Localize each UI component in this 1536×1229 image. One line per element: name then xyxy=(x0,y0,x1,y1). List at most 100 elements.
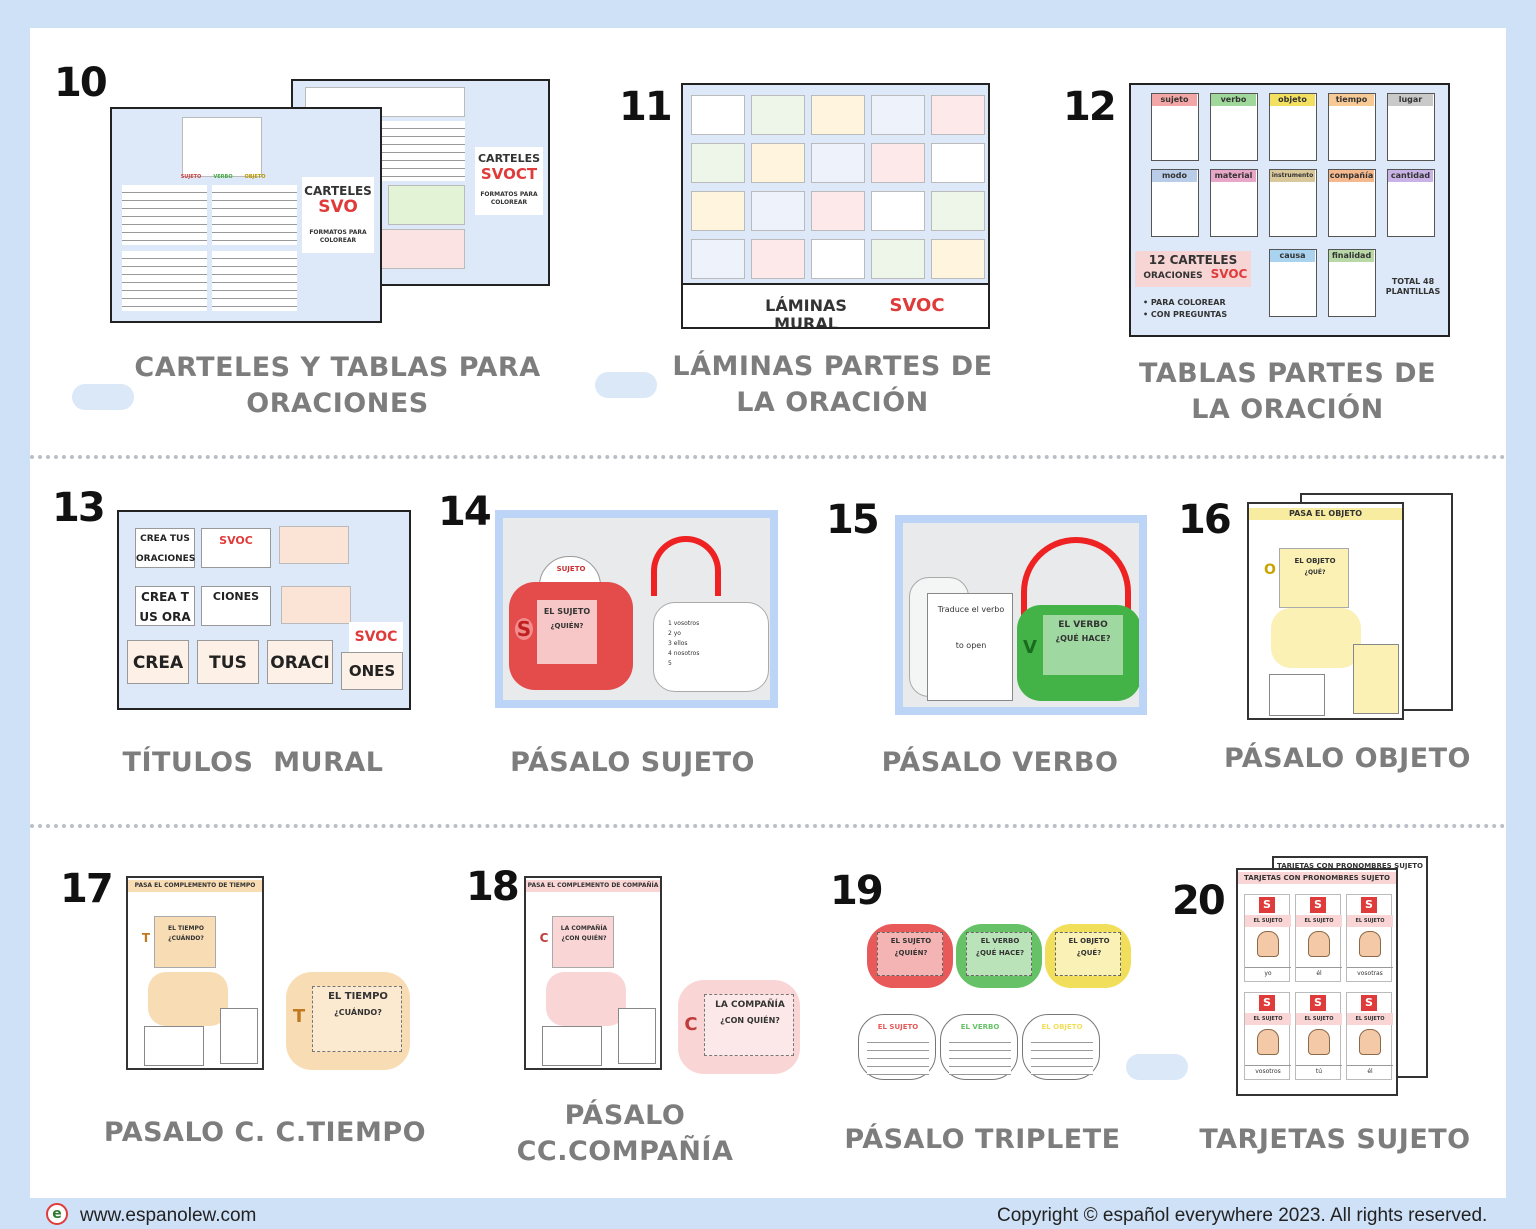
box-label: material xyxy=(1211,170,1256,182)
poster-thumb xyxy=(871,143,925,183)
poster-thumb xyxy=(871,239,925,279)
box-label: cantidad xyxy=(1388,170,1433,182)
item-caption: PÁSALO VERBO xyxy=(881,747,1119,778)
poster-thumb xyxy=(811,143,865,183)
poster-thumb xyxy=(691,95,745,135)
banner: LÁMINAS MURAL SVOC xyxy=(683,283,988,327)
card-letter: S xyxy=(1310,897,1326,913)
box-label: compañía xyxy=(1329,170,1374,182)
title-tile: CREA xyxy=(127,640,189,684)
item-number: 19 xyxy=(830,868,884,914)
sheet-header: PASA EL OBJETO xyxy=(1249,508,1402,520)
col-label: VERBO xyxy=(213,174,233,180)
title-tile: SVOC xyxy=(201,528,271,568)
triplet-list-card: EL VERBO xyxy=(940,1014,1018,1080)
cloud-decoration xyxy=(595,372,657,398)
box-label: verbo xyxy=(1211,94,1256,106)
poster-thumb xyxy=(811,95,865,135)
green-pouch: V EL VERBO ¿QUÉ HACE? xyxy=(1017,605,1139,701)
thumb-code: SVO xyxy=(318,197,358,217)
sentence-part-box: tiempo xyxy=(1328,93,1376,161)
badge-title: 12 CARTELES xyxy=(1148,253,1238,267)
title-tile: ORACI xyxy=(267,640,333,684)
item-caption: TABLAS PARTES DE LA ORACIÓN xyxy=(1138,358,1437,425)
item-number: 15 xyxy=(826,497,880,543)
poster-thumb xyxy=(931,191,985,231)
product-thumbnail: 12 CARTELES ORACIONES SVOC • PARA COLORE… xyxy=(1129,83,1450,337)
item-number: 18 xyxy=(466,864,520,910)
flap-title: EL VERBO xyxy=(980,937,1020,945)
item-number: 12 xyxy=(1063,84,1117,130)
card-label: EL SUJETO xyxy=(1296,915,1342,927)
box-label: tiempo xyxy=(1329,94,1374,106)
thumb-note: FORMATOS PARA COLOREAR xyxy=(480,191,538,206)
thumb-note: FORMATOS PARA COLOREAR xyxy=(309,229,367,244)
title-tile: CIONES xyxy=(201,586,271,626)
flap-card: C LA COMPAÑÍA ¿CON QUIÉN? xyxy=(678,980,800,1074)
col-label: SUJETO xyxy=(180,174,202,180)
poster-thumb xyxy=(931,239,985,279)
box-label: causa xyxy=(1270,250,1315,262)
sentence-part-box: verbo xyxy=(1210,93,1258,161)
triplet-flap: EL VERBO ¿QUÉ HACE? xyxy=(956,924,1042,988)
poster-thumb xyxy=(931,143,985,183)
poster-thumb xyxy=(871,191,925,231)
item-caption: LÁMINAS PARTES DE LA ORACIÓN xyxy=(672,351,993,418)
poster-thumb xyxy=(691,191,745,231)
box-label: objeto xyxy=(1270,94,1315,106)
badge-sub: ORACIONES xyxy=(1143,271,1203,281)
thumb-code: SVOCT xyxy=(480,165,538,183)
box-label: lugar xyxy=(1388,94,1433,106)
footer-website[interactable]: www.espanolew.com xyxy=(80,1205,257,1226)
sheet-header: TARJETAS CON PRONOMBRES SUJETO xyxy=(1238,872,1396,884)
logo-icon: e xyxy=(46,1203,68,1225)
card-label: EL SUJETO xyxy=(1296,1013,1342,1025)
sentence-part-box: sujeto xyxy=(1151,93,1199,161)
card-label: EL SUJETO xyxy=(1245,1013,1291,1025)
list-title: EL OBJETO xyxy=(1041,1023,1083,1031)
card-letter: S xyxy=(1259,995,1275,1011)
product-thumbnail: SUJETO VERBO OBJETO CARTELES SVO FORMATO… xyxy=(110,107,382,323)
pronoun-text: tú xyxy=(1296,1065,1342,1078)
poster-thumb xyxy=(811,239,865,279)
triplet-list-card: EL OBJETO xyxy=(1022,1014,1100,1080)
person-icon xyxy=(1257,1029,1279,1055)
sentence-part-box: causa xyxy=(1269,249,1317,317)
item-caption: PÁSALO OBJETO xyxy=(1223,743,1472,774)
banner-code: SVOC xyxy=(889,295,945,316)
title-tile: ONES xyxy=(341,652,403,690)
row-divider xyxy=(30,824,1506,828)
product-photo: SUJETO S EL SUJETO ¿QUIÉN? 1 vosotros 2 … xyxy=(495,510,778,708)
person-icon xyxy=(1359,931,1381,957)
flap-question: ¿QUÉ HACE? xyxy=(975,949,1025,957)
item-caption: TÍTULOS MURAL xyxy=(122,747,384,778)
pronoun-text: él xyxy=(1347,1065,1393,1078)
sheet-header: PASA EL COMPLEMENTO DE TIEMPO xyxy=(128,880,262,892)
sentence-part-box: cantidad xyxy=(1387,169,1435,237)
triplet-flap: EL SUJETO¿QUIÉN? xyxy=(867,924,953,988)
flap-title: EL OBJETO xyxy=(1068,937,1110,945)
col-label: OBJETO xyxy=(244,174,266,180)
person-icon xyxy=(1359,1029,1381,1055)
box-label: instrumento xyxy=(1270,170,1315,182)
bullet: • PARA COLOREAR xyxy=(1143,298,1226,307)
sentence-part-box: compañía xyxy=(1328,169,1376,237)
verb-card: Traduce el verbo to open xyxy=(927,593,1013,701)
poster-thumb xyxy=(751,95,805,135)
triplet-flap: EL OBJETO¿QUÉ? xyxy=(1045,924,1131,988)
product-thumbnail: LÁMINAS MURAL SVOC xyxy=(681,83,990,329)
card-letter: S xyxy=(1310,995,1326,1011)
card-letter: S xyxy=(1361,897,1377,913)
list-title: EL VERBO xyxy=(960,1023,1000,1031)
cloud-decoration xyxy=(72,384,134,410)
triplet-list-card: EL SUJETO xyxy=(858,1014,936,1080)
item-number: 20 xyxy=(1172,878,1226,924)
product-thumbnail: PASA EL COMPLEMENTO DE TIEMPO EL TIEMPO … xyxy=(126,876,264,1070)
card-label: EL SUJETO xyxy=(1347,915,1393,927)
